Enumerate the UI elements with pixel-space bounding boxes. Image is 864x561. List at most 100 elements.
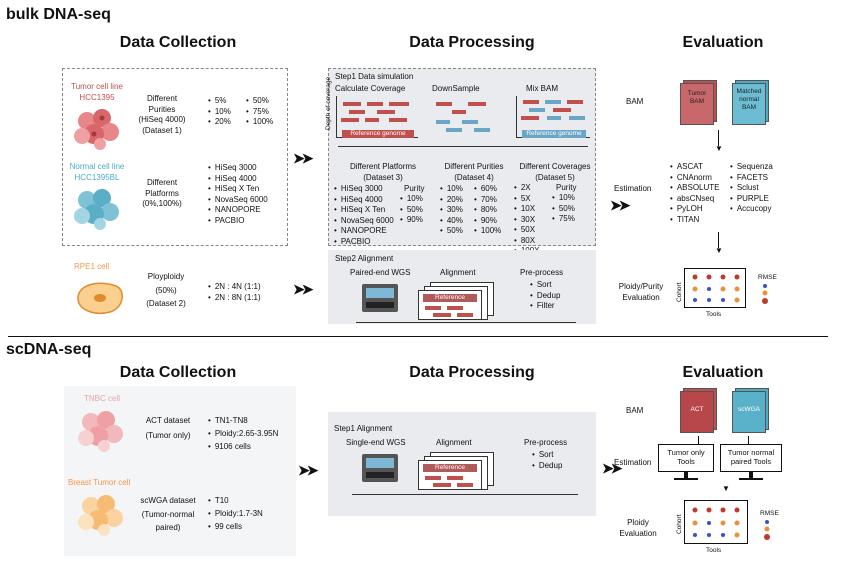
bulk-section-title: bulk DNA-seq bbox=[6, 6, 111, 23]
step2-label: Step2 Alignment bbox=[335, 254, 394, 263]
breast-tumor-label: Breast Tumor cell bbox=[68, 478, 131, 487]
arrow-icon: ➤➤ bbox=[610, 197, 631, 213]
tnbc-cell-label: TNBC cell bbox=[84, 394, 121, 403]
scwga-dataset-list: T10Ploidy:1.7-3N99 cells bbox=[208, 494, 263, 533]
dataset3-purity: 10%50%90% bbox=[400, 194, 423, 226]
monitor-base bbox=[739, 478, 763, 480]
sc-timeline-line bbox=[352, 494, 578, 495]
arrow-line bbox=[718, 232, 719, 248]
dataset4-title: Different Purities(Dataset 4) bbox=[444, 162, 504, 182]
sc-sequencer-icon bbox=[362, 454, 398, 482]
scwga-bam-doc: scWGA bbox=[732, 391, 766, 433]
calc-coverage-label: Calculate Coverage bbox=[335, 84, 406, 93]
normal-cells-icon bbox=[74, 189, 119, 230]
mix-ref-genome-bar: Reference genome bbox=[522, 130, 586, 138]
polyploidy-label: Ployploidy(50%)(Dataset 2) bbox=[146, 272, 186, 308]
arrow-icon: ➤➤ bbox=[293, 281, 314, 297]
paired-wgs-label: Paired-end WGS bbox=[350, 268, 411, 277]
tools-list-2: SequenzaFACETSSclust PURPLEAccucopy bbox=[730, 162, 773, 215]
sc-tools-axis-label: Tools bbox=[706, 547, 722, 554]
mixbam-plot bbox=[516, 96, 590, 138]
dataset3-platforms: HiSeq 3000HiSeq 4000HiSeq X Ten NovaSeq … bbox=[334, 184, 394, 247]
dataset3-title: Different Platforms(Dataset 3) bbox=[349, 162, 417, 182]
cohort-axis-label: Cohort bbox=[676, 282, 683, 302]
monitor-stand bbox=[684, 472, 688, 478]
section-divider bbox=[8, 336, 828, 337]
sc-eval-dot-grid bbox=[684, 500, 748, 544]
breast-tumor-cells-icon bbox=[78, 495, 123, 536]
sc-bam-label: BAM bbox=[626, 406, 644, 415]
platforms-list: HiSeq 3000HiSeq 4000HiSeq X Ten NovaSeq … bbox=[208, 163, 268, 226]
step1-label: Step1 Data simulation bbox=[335, 72, 414, 81]
tumor-cells-icon bbox=[74, 109, 119, 150]
dataset4-col2: 60%70%80%90%100% bbox=[474, 184, 501, 237]
single-wgs-label: Single-end WGS bbox=[346, 438, 406, 447]
purities-list-2: 50%75%100% bbox=[246, 96, 273, 128]
sc-alignment-card: Reference bbox=[418, 460, 482, 490]
act-dataset-list: TN1-TN8Ploidy:2.65-3.95N9106 cells bbox=[208, 414, 279, 453]
dataset5-purity: 10%50%75% bbox=[552, 193, 575, 225]
sc-rmse-legend-label: RMSE bbox=[760, 510, 779, 517]
rmse-legend-label: RMSE bbox=[758, 274, 777, 281]
preprocess-list: SortDedupFilter bbox=[530, 280, 561, 312]
arrow-icon: ➤➤ bbox=[298, 462, 319, 478]
sc-step1-label: Step1 Alignment bbox=[334, 424, 393, 433]
rmse-legend-icon bbox=[762, 284, 768, 304]
monitor-stand bbox=[749, 472, 753, 478]
downsample-plot bbox=[432, 96, 502, 138]
sc-alignment-label: Alignment bbox=[436, 438, 472, 447]
sc-section-title: scDNA-seq bbox=[6, 341, 92, 358]
arrow-line bbox=[698, 436, 699, 444]
arrow-down-icon: ▼ bbox=[715, 246, 723, 255]
act-dataset-label: ACT dataset(Tumor only) bbox=[145, 416, 191, 440]
bulk-collection-box bbox=[62, 68, 288, 246]
dataset5-coverages: 2X5X10X30X 50X80X100X bbox=[514, 183, 540, 257]
arrow-down-icon: ▼ bbox=[715, 144, 723, 153]
ref-genome-bar: Reference genome bbox=[342, 130, 414, 138]
arrow-icon: ➤➤ bbox=[293, 150, 314, 166]
bam-label: BAM bbox=[626, 97, 644, 106]
dataset3-purity-head: Purity bbox=[404, 184, 425, 193]
eval-dot-grid bbox=[684, 268, 746, 308]
timeline-line bbox=[356, 322, 576, 323]
tools-axis-label: Tools bbox=[706, 311, 722, 318]
preprocess-label: Pre-process bbox=[520, 268, 564, 277]
sc-rmse-legend-icon bbox=[764, 520, 770, 540]
act-bam-doc: ACT bbox=[680, 391, 714, 433]
sc-preprocess-label: Pre-process bbox=[524, 438, 568, 447]
sc-evaluation-heading: Evaluation bbox=[682, 364, 764, 381]
timeline-line bbox=[338, 146, 588, 147]
sc-preprocess-list: SortDedup bbox=[532, 450, 563, 471]
mixbam-label: Mix BAM bbox=[526, 84, 558, 93]
rpe1-cell-label: RPE1 cell bbox=[74, 262, 110, 271]
sc-cohort-axis-label: Cohort bbox=[676, 514, 683, 534]
monitor-base bbox=[674, 478, 698, 480]
sequencer-icon bbox=[362, 284, 398, 312]
depth-axis-label: Depth of coverage bbox=[325, 76, 332, 130]
bulk-processing-heading: Data Processing bbox=[409, 34, 535, 51]
sc-collection-heading: Data Collection bbox=[119, 364, 237, 381]
tnbc-cells-icon bbox=[78, 411, 123, 452]
arrow-icon: ➤➤ bbox=[602, 460, 623, 476]
arrow-line bbox=[748, 436, 749, 444]
dataset4-col1: 10%20%30%40%50% bbox=[440, 184, 463, 237]
sc-estimation-label: Estimation bbox=[614, 458, 652, 467]
bulk-collection-heading: Data Collection bbox=[119, 34, 237, 51]
dataset5-title: Different Coverages(Dataset 5) bbox=[519, 162, 591, 182]
arrow-down-icon: ▼ bbox=[722, 484, 730, 493]
estimation-label: Estimation bbox=[614, 184, 652, 193]
dataset5-purity-head: Purity bbox=[556, 183, 577, 192]
arrow-line bbox=[718, 130, 719, 146]
bulk-evaluation-heading: Evaluation bbox=[682, 34, 764, 51]
sc-processing-heading: Data Processing bbox=[409, 364, 535, 381]
alignment-card: Reference bbox=[418, 290, 482, 320]
downsample-label: DownSample bbox=[432, 84, 480, 93]
polyploidy-list: 2N : 4N (1:1)2N : 8N (1:1) bbox=[208, 282, 261, 303]
